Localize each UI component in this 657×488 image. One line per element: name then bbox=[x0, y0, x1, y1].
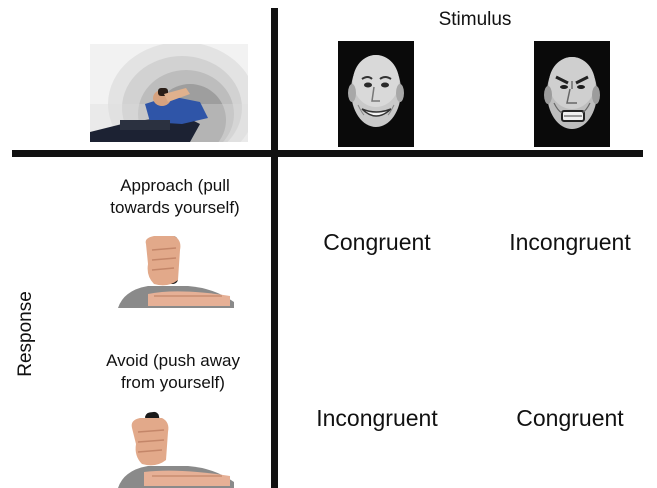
cell-approach-angry: Incongruent bbox=[509, 229, 631, 255]
joystick-push-photo bbox=[118, 408, 234, 488]
stimulus-label: Stimulus bbox=[438, 9, 512, 30]
approach-caption-line1: Approach (pull bbox=[120, 176, 230, 195]
happy-face-photo bbox=[338, 41, 414, 147]
angry-face-photo bbox=[534, 41, 610, 147]
avoid-caption-line2: from yourself) bbox=[121, 373, 225, 392]
cell-avoid-happy: Incongruent bbox=[316, 405, 438, 431]
cell-avoid-angry: Congruent bbox=[516, 405, 624, 431]
response-label: Response bbox=[15, 291, 36, 377]
vertical-divider bbox=[271, 8, 278, 488]
mri-scanner-photo bbox=[90, 44, 248, 142]
joystick-pull-photo bbox=[118, 230, 234, 308]
horizontal-divider bbox=[12, 150, 643, 157]
avoid-caption: Avoid (push away from yourself) bbox=[78, 350, 268, 394]
cell-approach-happy: Congruent bbox=[323, 229, 431, 255]
avoid-caption-line1: Avoid (push away bbox=[106, 351, 240, 370]
approach-caption-line2: towards yourself) bbox=[110, 198, 240, 217]
approach-caption: Approach (pull towards yourself) bbox=[80, 175, 270, 219]
